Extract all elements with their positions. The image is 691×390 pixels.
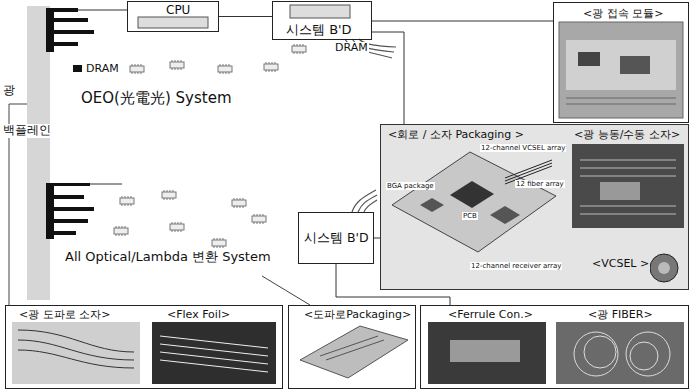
chip-icon <box>114 44 306 248</box>
module-photo <box>559 22 683 118</box>
fiber-panel: <Ferrule Con.> <광 FIBER> <box>420 305 689 389</box>
wire <box>78 10 127 11</box>
connector-line <box>219 16 272 17</box>
waveguide-panel: <광 도파로 소자> <Flex Foil> <box>5 305 283 389</box>
backplane-label: 백플레인 <box>2 124 52 138</box>
component-label: DRAM <box>85 63 120 76</box>
ferrule-photo <box>428 322 546 384</box>
panel-ground <box>380 124 689 290</box>
waveguide-photo <box>12 322 140 384</box>
panel-heading: <Ferrule Con.> <box>447 308 534 321</box>
device-photo <box>572 144 684 282</box>
panel-heading: <회로 / 소자 Packaging > <box>387 128 525 141</box>
backplane-label: 광 <box>2 84 16 98</box>
system-label: OEO(光電光) System <box>80 90 233 107</box>
waveguide-package-photo <box>300 326 408 378</box>
part-label: 12-channel receiver array <box>470 262 562 270</box>
leader-line <box>262 276 310 305</box>
part-label: BGA package <box>386 182 435 190</box>
system-board-box: 시스템 B'D <box>272 1 372 40</box>
package-board <box>392 152 556 252</box>
fiber-photo <box>556 322 684 384</box>
box-label: 시스템 B'D <box>285 22 353 38</box>
connector-line <box>372 21 553 22</box>
connector-line <box>336 264 450 305</box>
panel-heading: <VCSEL > <box>591 257 650 270</box>
wire <box>90 184 122 185</box>
flex-foil-photo <box>152 322 276 384</box>
board-chip <box>290 5 350 18</box>
waveguide-packaging-panel: <도파로Packaging> <box>288 305 416 389</box>
component-label: DRAM <box>334 42 369 55</box>
panel-heading: <광 접속 모듈> <box>582 7 664 20</box>
system-label: All Optical/Lambda 변환 System <box>64 250 272 265</box>
part-label: 12-channel VCSEL array <box>480 144 566 152</box>
panel-heading: <도파로Packaging> <box>303 308 412 321</box>
module-panel: <광 접속 모듈> <box>553 2 689 123</box>
connector-line <box>372 32 404 124</box>
panel-heading: <광 FIBER> <box>587 308 654 321</box>
box-label: CPU <box>165 3 191 17</box>
part-label: PCB <box>462 212 478 220</box>
system-board-box: 시스템 B'D <box>298 212 374 264</box>
board-edge <box>46 183 94 239</box>
panel-heading: <광 능동/수동 소자> <box>573 128 681 141</box>
cpu-box: CPU <box>127 1 219 32</box>
box-label: 시스템 B'D <box>303 230 370 245</box>
cpu-chip <box>138 17 208 28</box>
panel-heading: <Flex Foil> <box>166 308 231 321</box>
part-label: 12 fiber array <box>515 180 565 188</box>
panel-heading: <광 도파로 소자> <box>18 308 111 321</box>
